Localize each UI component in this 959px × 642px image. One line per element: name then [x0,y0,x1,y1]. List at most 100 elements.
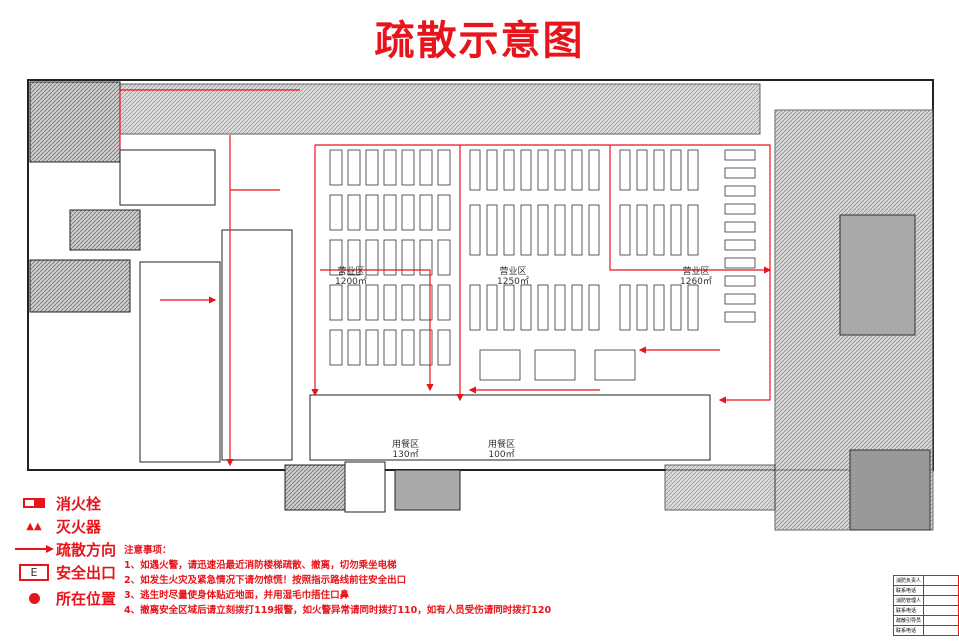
exit-e-icon: E [12,563,56,581]
shelf [329,284,343,321]
shelf [383,284,397,321]
shelf [469,204,481,256]
right-block-room [849,449,931,531]
shelf [365,149,379,186]
shelf [437,329,451,366]
responsibility-table: 消防负责人 联系电话 消防管理人 联系电话 疏散引导员 联系电话 [893,575,959,636]
page-title: 疏散示意图 [374,18,585,64]
legend-item: 疏散方向 [12,538,116,560]
shelf [365,329,379,366]
shelf [653,284,665,331]
shelf [419,194,433,231]
shelf [653,149,665,191]
shelf [401,239,415,276]
shelf [724,275,756,287]
shelf [401,329,415,366]
shelf [347,329,361,366]
storage-room [139,261,221,463]
shelf [479,349,521,381]
shelf [670,204,682,256]
shelf [670,149,682,191]
shelf [636,149,648,191]
shelf [347,284,361,321]
shelf [329,149,343,186]
bottom-room [344,461,386,513]
shelf [594,349,636,381]
left-room [69,209,141,251]
shelf [329,194,343,231]
red-dot-icon [12,592,56,604]
shelf [401,149,415,186]
shelf [329,329,343,366]
shelf [437,239,451,276]
shelf [588,204,600,256]
shelf [687,149,699,191]
shelf [520,149,532,191]
shelf [383,239,397,276]
stair [394,469,461,511]
shelf [503,149,515,191]
shelf [636,204,648,256]
shelf [619,149,631,191]
shelf [365,284,379,321]
shelf [383,149,397,186]
right-block-room [839,214,916,336]
shelf [383,329,397,366]
shelf [588,284,600,331]
office-block [119,149,216,206]
note-item: 2、如发生火灾及紧急情况下请勿惊慌！按照指示路线前往安全出口 [124,575,407,586]
room-column [221,229,293,461]
shelf [419,239,433,276]
shelf [619,284,631,331]
shelf [619,204,631,256]
shelf [724,203,756,215]
checkout-area [309,394,711,461]
shelf [520,204,532,256]
legend-item: 消火栓 [12,492,116,514]
notes: 注意事项： 1、如遇火警，请迅速沿最近消防楼梯疏散、撤离，切勿乘坐电梯 2、如发… [124,543,551,618]
shelf [670,284,682,331]
legend-item: 所在位置 [12,587,116,609]
shelf [365,239,379,276]
shelf [571,204,583,256]
shelf [636,284,648,331]
shelf [724,221,756,233]
shelf [401,284,415,321]
left-room [29,259,131,313]
shelf [724,311,756,323]
shelf [724,149,756,161]
shelf [437,149,451,186]
shelf [503,284,515,331]
legend-item: E 安全出口 [12,561,116,583]
shelf [554,284,566,331]
evacuation-routes [119,89,772,467]
shelf [383,194,397,231]
shelf [347,239,361,276]
shelf [486,149,498,191]
shelf [469,284,481,331]
note-item: 1、如遇火警，请迅速沿最近消防楼梯疏散、撤离，切勿乘坐电梯 [124,560,397,571]
shelf [724,257,756,269]
note-item: 3、逃生时尽量使身体贴近地面，并用湿毛巾捂住口鼻 [124,590,350,601]
shelf [653,204,665,256]
arrow-right-icon [12,545,56,553]
shelf [419,149,433,186]
fire-extinguisher-icon: ▲▲ [26,520,42,532]
shelf [571,284,583,331]
bottom-room [664,464,776,511]
shelf [469,149,481,191]
shelf [724,167,756,179]
shelf [571,149,583,191]
left-room [29,81,121,163]
shelf [554,204,566,256]
shelf [486,284,498,331]
shelf [687,284,699,331]
shelf [347,194,361,231]
fire-hydrant-icon [12,498,56,508]
shelf [554,149,566,191]
